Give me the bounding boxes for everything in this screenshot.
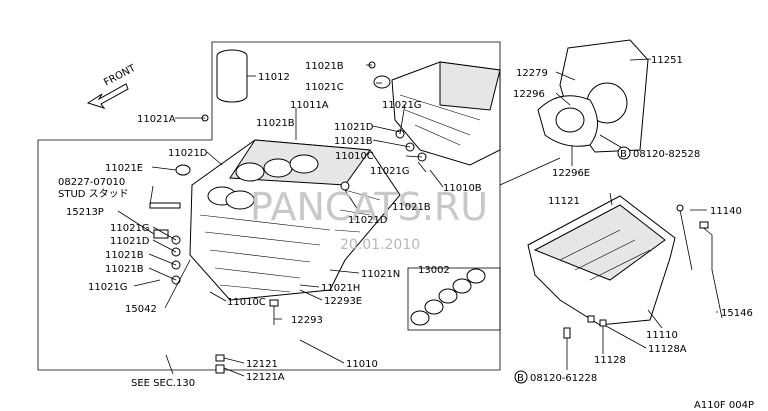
label-11010c: 11010C	[335, 151, 374, 162]
label-11011a: 11011A	[290, 100, 329, 111]
label-11021c: 11021C	[305, 82, 344, 93]
label-12296e: 12296E	[552, 168, 590, 179]
label-11140: 11140	[710, 206, 742, 217]
watermark-date: 20.01.2010	[340, 237, 420, 253]
label-11021g-top: 11021G	[382, 100, 422, 111]
dipstick	[676, 204, 723, 319]
label-08120-82528: 08120-82528	[633, 149, 700, 160]
pan-bolts	[563, 315, 607, 339]
label-11021n: 11021N	[361, 269, 400, 280]
leader-lines	[117, 58, 718, 377]
cylinder-block	[189, 139, 401, 301]
label-11251: 11251	[651, 55, 683, 66]
diagram-code: A110F 004P	[694, 400, 754, 411]
bolt-b-icon-2	[514, 370, 528, 384]
label-11021b-a: 11021B	[256, 118, 295, 129]
bolt-b-icon	[617, 146, 631, 160]
label-12279: 12279	[516, 68, 548, 79]
label-11128a: 11128A	[648, 344, 687, 355]
label-13002: 13002	[418, 265, 450, 276]
label-15042: 15042	[125, 304, 157, 315]
plugs	[149, 61, 427, 285]
oil-pan	[527, 195, 676, 326]
front-arrow-icon	[86, 83, 129, 109]
label-11021d-l: 11021D	[110, 236, 150, 247]
label-11021h: 11021H	[321, 283, 360, 294]
label-11021g-l2: 11021G	[88, 282, 128, 293]
stud-part-number: 08227-07010	[58, 177, 125, 188]
see-section-note: SEE SEC.130	[131, 378, 195, 389]
label-12293: 12293	[291, 315, 323, 326]
bearing-set	[407, 267, 501, 331]
label-11110: 11110	[646, 330, 678, 341]
label-15146: 15146	[721, 308, 753, 319]
label-11010b: 11010B	[443, 183, 482, 194]
label-11021b-l1: 11021B	[105, 250, 144, 261]
stud-label: STUD スタッド	[58, 188, 129, 200]
label-11021b-c: 11021B	[392, 202, 431, 213]
label-11021g-l: 11021G	[110, 223, 150, 234]
label-11128: 11128	[594, 355, 626, 366]
label-12296: 12296	[513, 89, 545, 100]
label-11021d-left: 11021D	[168, 148, 208, 159]
label-12121: 12121	[246, 359, 278, 370]
label-12121a: 12121A	[246, 372, 285, 383]
label-11021b-l2: 11021B	[105, 264, 144, 275]
front-label: FRONT	[102, 62, 138, 88]
label-11010: 11010	[346, 359, 378, 370]
label-11012: 11012	[258, 72, 290, 83]
label-11010c-b: 11010C	[227, 297, 266, 308]
label-11021b-b: 11021B	[334, 136, 373, 147]
label-15213p: 15213P	[66, 207, 104, 218]
bolt-b-label: B	[620, 149, 627, 160]
cylinder-liner	[216, 49, 248, 103]
label-11021b-top: 11021B	[305, 61, 344, 72]
label-11121: 11121	[548, 196, 580, 207]
label-08120-61228: 08120-61228	[530, 373, 597, 384]
block-rear-section	[391, 61, 501, 166]
label-11021d-mid: 11021D	[348, 215, 388, 226]
engine-block-frame	[37, 41, 501, 371]
label-11021g-mid: 11021G	[370, 166, 410, 177]
label-11021d-a: 11021D	[334, 122, 374, 133]
label-11021e: 11021E	[105, 163, 143, 174]
label-11021a: 11021A	[137, 114, 176, 125]
oil-seal-retainer	[537, 95, 598, 147]
bolt-b-label-2: B	[517, 373, 524, 384]
watermark: PANCATS.RU	[250, 185, 488, 229]
label-12293e: 12293E	[324, 296, 362, 307]
